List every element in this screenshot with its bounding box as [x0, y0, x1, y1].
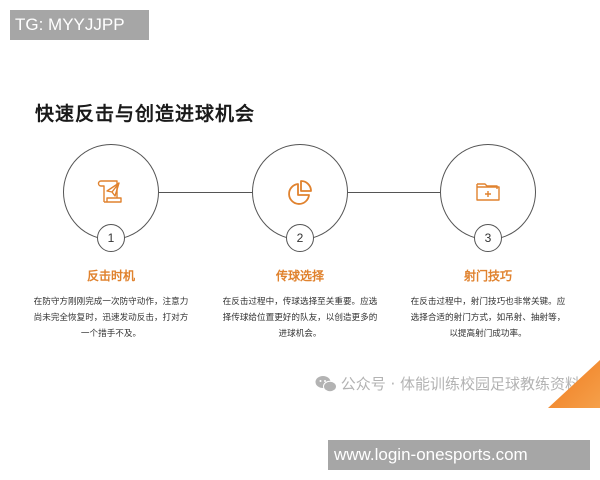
connector-line-2-3: [348, 192, 440, 193]
pie-chart-icon: [288, 180, 312, 205]
page-title: 快速反击与创造进球机会: [35, 103, 256, 125]
step-3-description: 在反击过程中，射门技巧也非常关键。应选择合适的射门方式，如吊射、抽射等，以提高射…: [410, 297, 566, 339]
step-2-title: 传球选择: [275, 269, 324, 283]
step-1-number-badge: 1: [97, 224, 125, 252]
wechat-icon: [315, 375, 337, 392]
step-1-title: 反击时机: [86, 269, 135, 283]
step-3-title: 射门技巧: [463, 269, 512, 283]
tg-watermark-label: TG: MYYJJPP: [10, 10, 149, 40]
watermark-text: 公众号 · 体能训练校园足球教练资料: [340, 375, 580, 393]
step-2-description: 在反击过程中，传球选择至关重要。应选择传球给位置更好的队友，以创造更多的进球机会…: [222, 297, 378, 339]
folder-add-icon: [476, 183, 500, 201]
url-watermark-label: www.login-onesports.com: [328, 440, 590, 470]
step-1-description: 在防守方刚刚完成一次防守动作，注意力尚未完全恢复时，迅速发动反击，打对方一个措手…: [33, 297, 189, 339]
wechat-watermark: 公众号 · 体能训练校园足球教练资料: [315, 373, 580, 394]
step-2-number-badge: 2: [286, 224, 314, 252]
connector-line-1-2: [159, 192, 252, 193]
step-3-number-badge: 3: [474, 224, 502, 252]
scroll-paper-plane-icon: [97, 180, 122, 203]
